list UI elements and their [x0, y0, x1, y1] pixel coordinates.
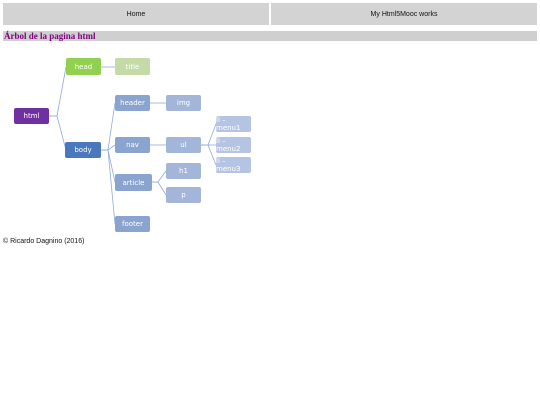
node-h1: h1 [166, 163, 201, 179]
node-footer: footer [115, 216, 150, 232]
connector-html-body [49, 115, 67, 151]
node-head: head [66, 58, 101, 75]
page-heading: Árbol de la pagina html [3, 31, 537, 41]
node-body: body [65, 142, 101, 158]
node-p: p [166, 187, 201, 203]
tree-connectors [49, 66, 217, 225]
connector-body-header [101, 102, 116, 151]
html-tree-diagram: html head title body header img nav ul l… [14, 58, 251, 232]
node-li-menu1: li – menu1 [216, 116, 251, 132]
node-html: html [14, 108, 49, 124]
nav-works-link[interactable]: My Html5Mooc works [271, 3, 537, 25]
connector-ul-li3 [201, 144, 217, 166]
node-article: article [115, 174, 152, 191]
connector-body-footer [101, 149, 116, 225]
node-li-menu3: li – menu3 [216, 157, 251, 173]
node-header: header [115, 95, 150, 111]
connector-article-p [152, 181, 167, 196]
node-nav: nav [115, 137, 150, 153]
connector-ul-li1 [201, 123, 217, 146]
node-img: img [166, 95, 201, 111]
nav-home-link[interactable]: Home [3, 3, 269, 25]
connector-html-head [49, 66, 67, 117]
connector-body-article [101, 149, 116, 183]
copyright-footer: © Ricardo Dagnino (2016) [3, 238, 85, 245]
node-li-menu2: li – menu2 [216, 137, 251, 153]
connector-article-h1 [152, 170, 167, 183]
node-title: title [115, 58, 150, 75]
node-ul: ul [166, 137, 201, 153]
nav-bar: Home My Html5Mooc works [3, 3, 537, 25]
